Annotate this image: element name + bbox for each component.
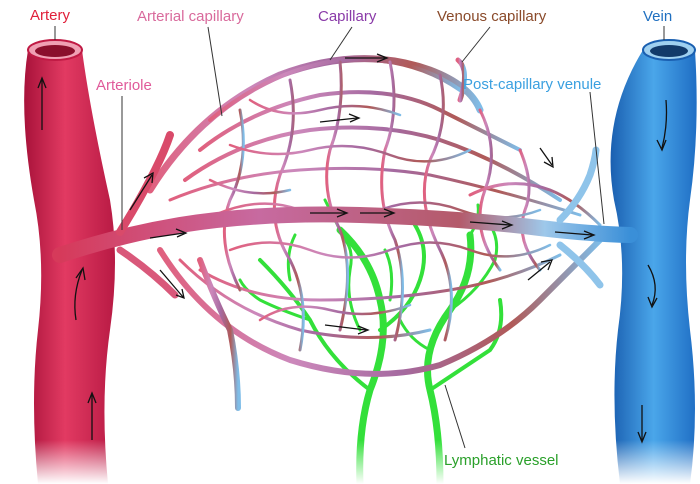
- label-venous-capillary: Venous capillary: [437, 9, 546, 24]
- leader-capillary: [330, 27, 352, 60]
- leader-arterial-capillary: [208, 27, 222, 116]
- artery-vessel: [24, 40, 115, 484]
- main-thoroughfare-channel: [60, 135, 630, 295]
- leader-lymphatic-vessel: [445, 385, 465, 448]
- leader-venous-capillary: [462, 27, 490, 62]
- label-post-capillary-venule: Post-capillary venule: [463, 77, 601, 92]
- label-vein: Vein: [643, 9, 672, 24]
- vein-vessel: [611, 40, 697, 484]
- label-arteriole: Arteriole: [96, 78, 152, 93]
- label-arterial-capillary: Arterial capillary: [137, 9, 244, 24]
- label-lymphatic-vessel: Lymphatic vessel: [444, 453, 559, 468]
- venule-arrowhead-upper: [544, 157, 553, 167]
- label-capillary: Capillary: [318, 9, 376, 24]
- bottom-fade: [0, 440, 700, 484]
- label-artery: Artery: [30, 8, 70, 23]
